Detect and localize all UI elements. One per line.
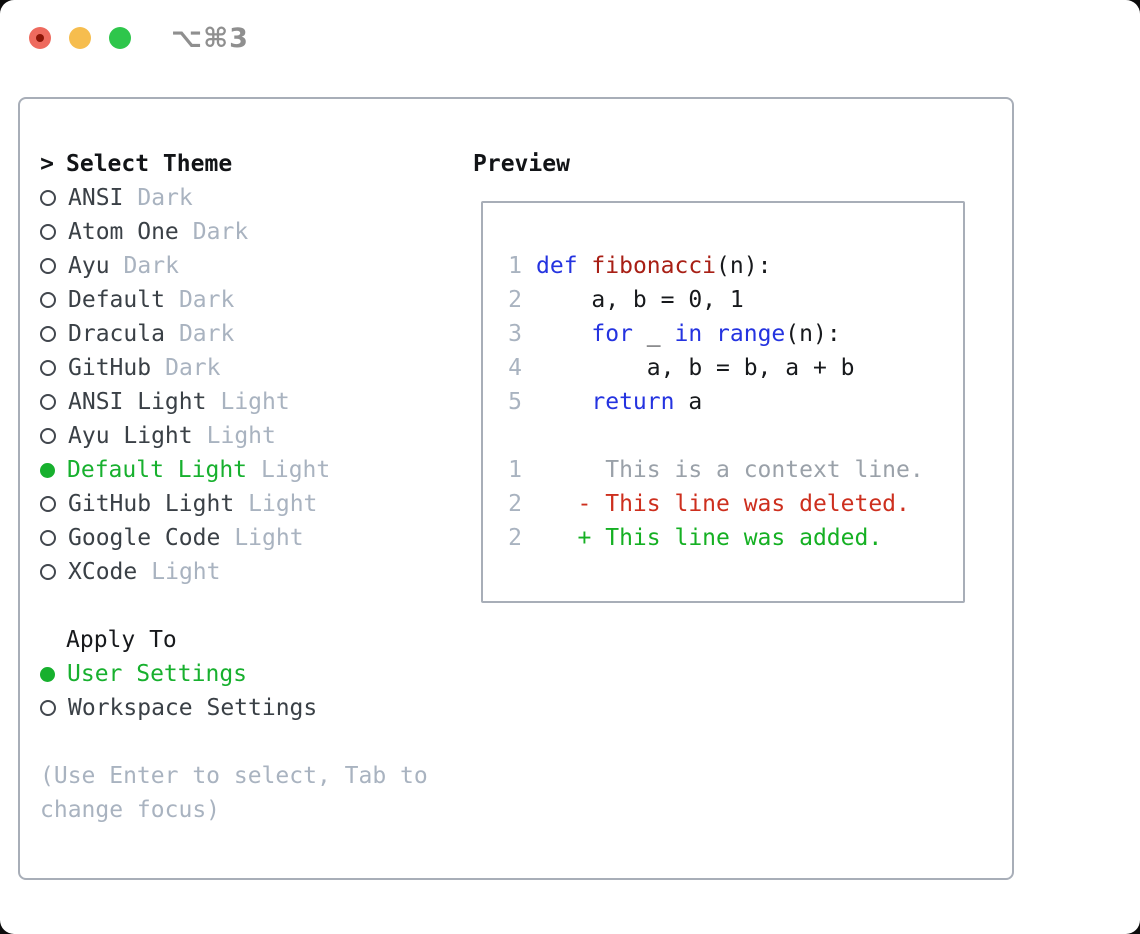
theme-variant-label: Light (151, 559, 221, 585)
theme-option[interactable]: Default Light Light (40, 453, 473, 487)
option-label: ANSI (68, 185, 124, 211)
radio-unselected-icon (40, 190, 56, 206)
option-label: GitHub (68, 355, 152, 381)
focus-caret-icon: > (40, 151, 54, 177)
preview-title: Preview (473, 151, 570, 177)
option-label: Workspace Settings (68, 695, 318, 721)
minimize-icon[interactable] (69, 27, 91, 49)
theme-option[interactable]: Google Code Light (40, 521, 473, 555)
radio-selected-icon (40, 666, 55, 682)
radio-unselected-icon (40, 394, 56, 410)
apply-to-title: Apply To (66, 627, 177, 653)
code-line: 2 a, b = 0, 1 (508, 283, 963, 317)
theme-option[interactable]: Dracula Dark (40, 317, 473, 351)
theme-option[interactable]: GitHub Light Light (40, 487, 473, 521)
option-label: Default (68, 287, 165, 313)
theme-option[interactable]: Atom One Dark (40, 215, 473, 249)
option-label: User Settings (67, 661, 248, 687)
theme-option[interactable]: ANSI Light Light (40, 385, 473, 419)
theme-variant-label: Dark (123, 253, 179, 279)
apply-to-option[interactable]: Workspace Settings (40, 691, 473, 725)
diff-line-context: 1 This is a context line. (508, 453, 963, 487)
code-line: 3 for _ in range(n): (508, 317, 963, 351)
option-label: GitHub Light (68, 491, 235, 517)
theme-option[interactable]: Ayu Light Light (40, 419, 473, 453)
line-number: 5 (508, 389, 522, 415)
radio-unselected-icon (40, 428, 56, 444)
option-label: Dracula (68, 321, 165, 347)
zoom-icon[interactable] (109, 27, 131, 49)
diff-line-added: 2 + This line was added. (508, 521, 963, 555)
radio-selected-icon (40, 462, 55, 478)
theme-variant-label: Light (206, 423, 276, 449)
radio-unselected-icon (40, 496, 56, 512)
option-label: Ayu Light (68, 423, 193, 449)
help-text: (Use Enter to select, Tab to change focu… (40, 763, 428, 823)
option-label: XCode (68, 559, 138, 585)
option-label: Atom One (68, 219, 179, 245)
line-number: 2 (508, 525, 522, 551)
theme-variant-label: Dark (178, 287, 235, 313)
radio-unselected-icon (40, 292, 56, 308)
theme-option[interactable]: ANSI Dark (40, 181, 473, 215)
traffic-lights (29, 27, 131, 49)
option-label: Default Light (67, 457, 248, 483)
option-label: ANSI Light (68, 389, 207, 415)
line-number: 3 (508, 321, 522, 347)
theme-option[interactable]: GitHub Dark (40, 351, 473, 385)
code-line: 5 return a (508, 385, 963, 419)
radio-unselected-icon (40, 700, 56, 716)
blank-line (508, 419, 963, 453)
select-theme-title: Select Theme (66, 151, 233, 177)
line-number: 1 (508, 457, 522, 483)
option-label: Google Code (68, 525, 221, 551)
radio-unselected-icon (40, 564, 56, 580)
titlebar: ⌥⌘3 (0, 0, 1140, 76)
theme-option[interactable]: Default Dark (40, 283, 473, 317)
theme-option[interactable]: Ayu Dark (40, 249, 473, 283)
theme-variant-label: Light (248, 491, 318, 517)
theme-option[interactable]: XCode Light (40, 555, 473, 589)
line-number: 4 (508, 355, 522, 381)
spacer (40, 725, 473, 759)
theme-variant-label: Dark (165, 355, 221, 381)
line-number: 1 (508, 253, 522, 279)
radio-unselected-icon (40, 224, 56, 240)
close-icon[interactable] (29, 27, 51, 49)
theme-variant-label: Dark (192, 219, 249, 245)
line-number: 2 (508, 491, 522, 517)
theme-variant-label: Light (234, 525, 304, 551)
radio-unselected-icon (40, 258, 56, 274)
radio-unselected-icon (40, 326, 56, 342)
radio-unselected-icon (40, 360, 56, 376)
apply-to-header: Apply To (40, 623, 473, 657)
apply-to-option[interactable]: User Settings (40, 657, 473, 691)
code-line: 4 a, b = b, a + b (508, 351, 963, 385)
theme-variant-label: Light (220, 389, 290, 415)
option-label: Ayu (68, 253, 110, 279)
spacer (40, 589, 473, 623)
theme-variant-label: Dark (137, 185, 193, 211)
diff-line-deleted: 2 - This line was deleted. (508, 487, 963, 521)
window-title: ⌥⌘3 (171, 22, 249, 54)
theme-variant-label: Dark (178, 321, 235, 347)
theme-variant-label: Light (261, 457, 331, 483)
select-theme-header: > Select Theme (40, 147, 473, 181)
radio-unselected-icon (40, 530, 56, 546)
line-number: 2 (508, 287, 522, 313)
